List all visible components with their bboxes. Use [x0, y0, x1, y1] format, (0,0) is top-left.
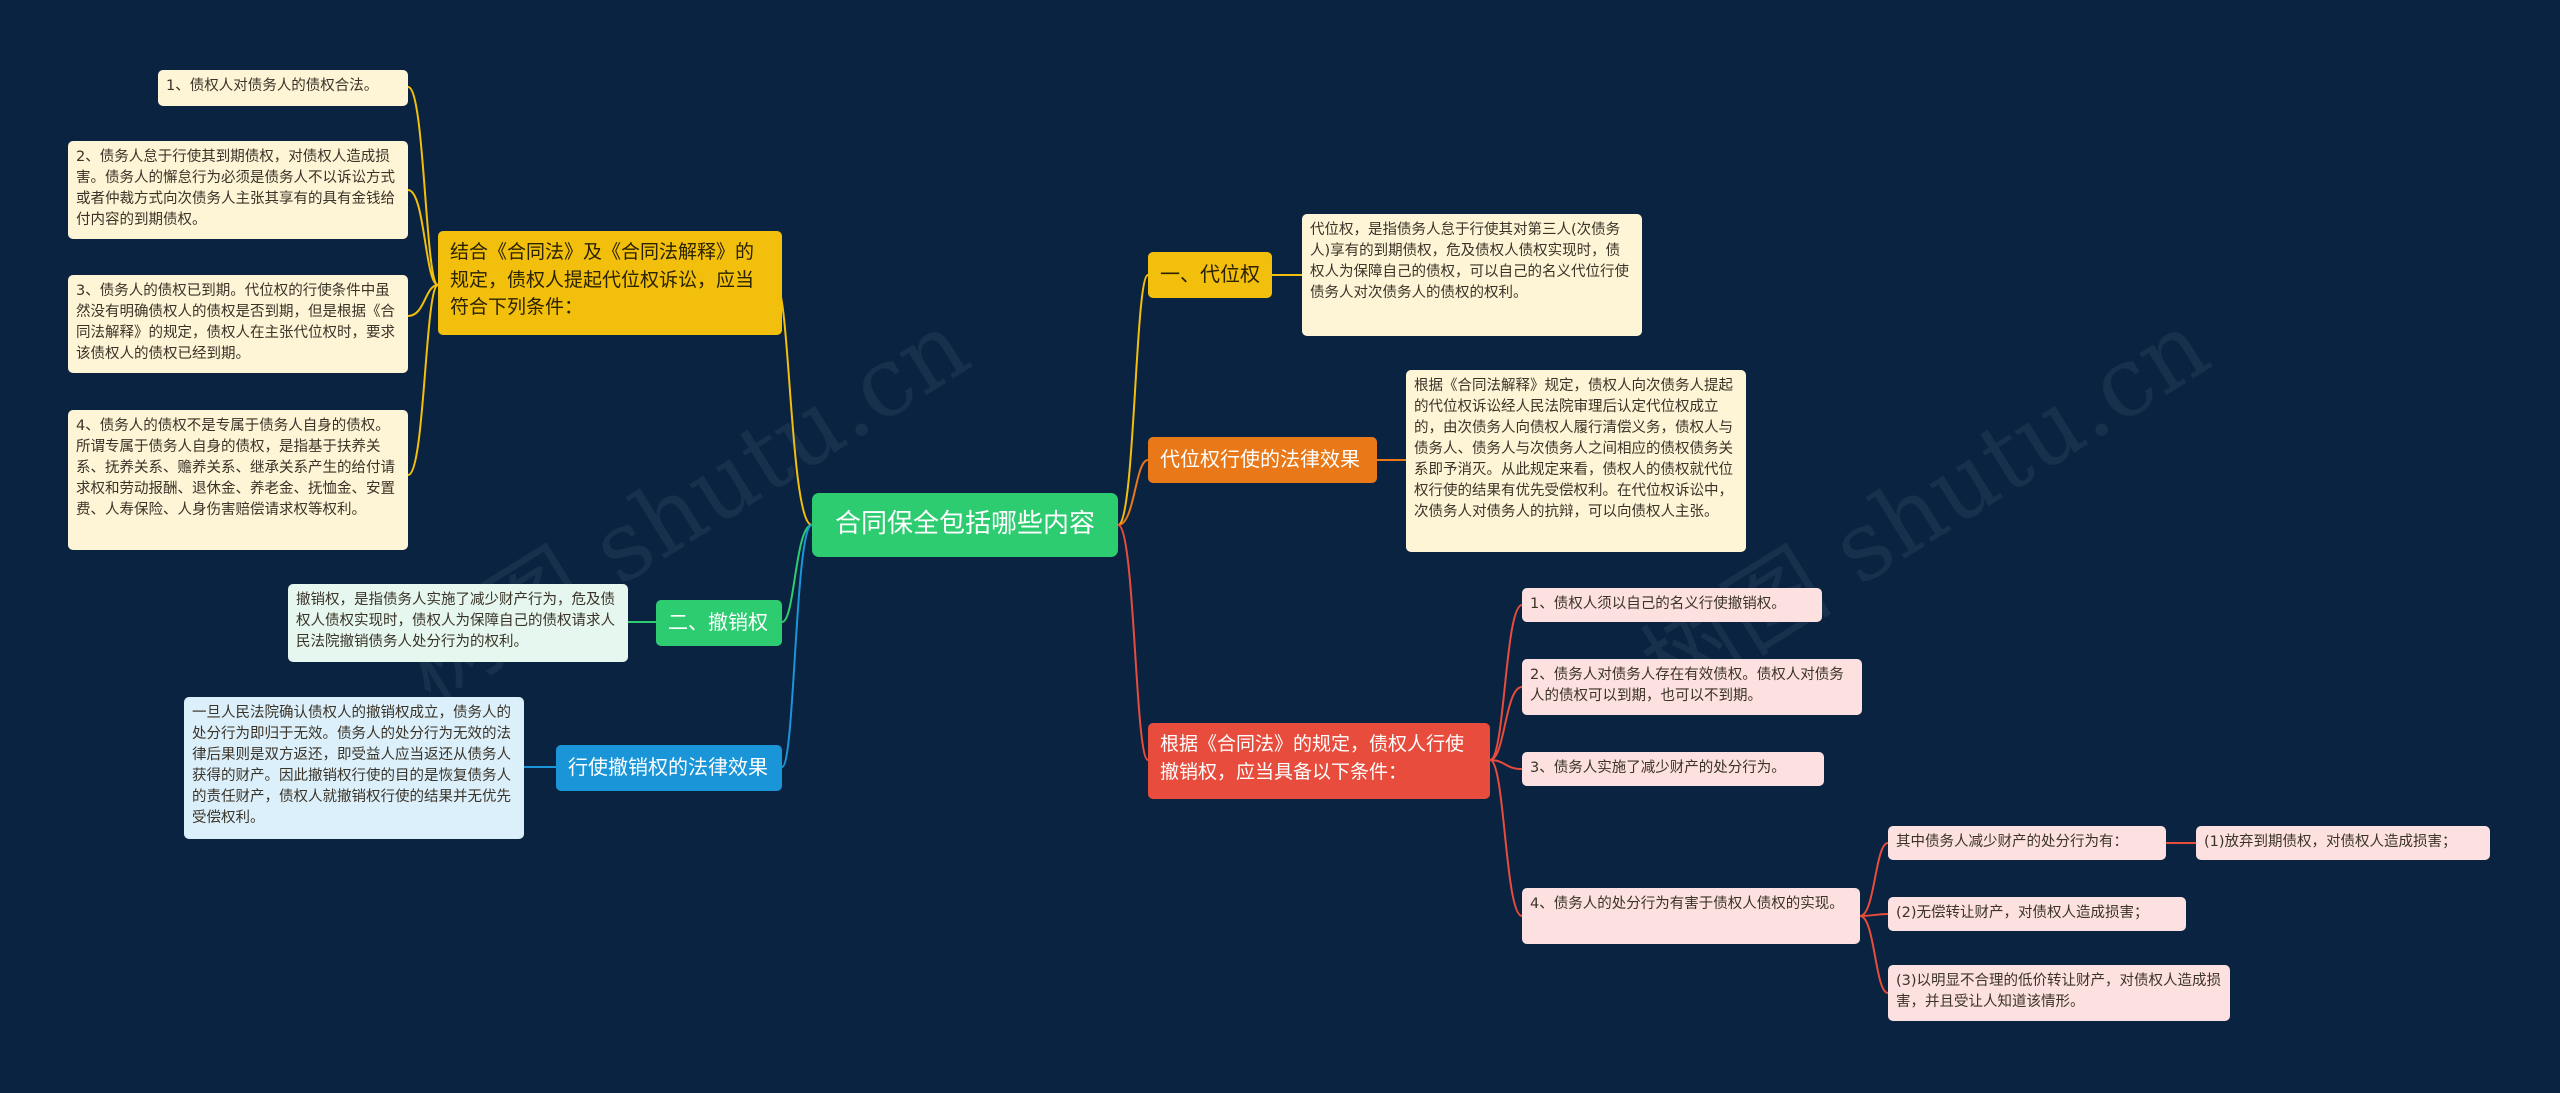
connector-root-revocation [781, 524, 813, 623]
condition-item-1[interactable]: 1、债权人对债务人的债权合法。 [158, 70, 408, 106]
disposal-acts-label[interactable]: 其中债务人减少财产的处分行为有： [1888, 826, 2166, 860]
revocation-condition-1[interactable]: 1、债权人须以自己的名义行使撤销权。 [1522, 588, 1822, 622]
connector-root-revocation-conditions [1117, 524, 1149, 761]
subrogation-effect-desc[interactable]: 根据《合同法解释》规定，债权人向次债务人提起的代位权诉讼经人民法院审理后认定代位… [1406, 370, 1746, 552]
condition-item-3[interactable]: 3、债务人的债权已到期。代位权的行使条件中虽然没有明确债权人的债权是否到期，但是… [68, 275, 408, 373]
revocation-condition-4[interactable]: 4、债务人的处分行为有害于债权人债权的实现。 [1522, 888, 1860, 944]
branch-subrogation-conditions[interactable]: 结合《合同法》及《合同法解释》的规定，债权人提起代位权诉讼，应当符合下列条件： [438, 231, 782, 335]
revocation-condition-3[interactable]: 3、债务人实施了减少财产的处分行为。 [1522, 752, 1824, 786]
branch-revocation[interactable]: 二、撤销权 [656, 600, 782, 646]
connector-revocation-conditions-items [1489, 604, 1523, 917]
connector-item4-sub [1859, 842, 1889, 994]
branch-revocation-effect[interactable]: 行使撤销权的法律效果 [556, 745, 782, 791]
root-node[interactable]: 合同保全包括哪些内容 [812, 493, 1118, 557]
condition-item-2[interactable]: 2、债务人怠于行使其到期债权，对债权人造成损害。债务人的懈怠行为必须是债务人不以… [68, 141, 408, 239]
condition-item-4[interactable]: 4、债务人的债权不是专属于债务人自身的债权。所谓专属于债务人自身的债权，是指基于… [68, 410, 408, 550]
branch-subrogation-effect[interactable]: 代位权行使的法律效果 [1148, 437, 1377, 483]
disposal-act-3[interactable]: (3)以明显不合理的低价转让财产，对债权人造成损害，并且受让人知道该情形。 [1888, 965, 2230, 1021]
disposal-act-2[interactable]: (2)无偿转让财产，对债权人造成损害； [1888, 897, 2186, 931]
connector-root-subrogation-effect [1117, 459, 1149, 526]
branch-subrogation[interactable]: 一、代位权 [1148, 252, 1272, 298]
revocation-effect-desc[interactable]: 一旦人民法院确认债权人的撤销权成立，债务人的处分行为即归于无效。债务人的处分行为… [184, 697, 524, 839]
revocation-condition-2[interactable]: 2、债务人对债务人存在有效债权。债权人对债务人的债权可以到期，也可以不到期。 [1522, 659, 1862, 715]
revocation-desc[interactable]: 撤销权，是指债务人实施了减少财产行为，危及债权人债权实现时，债权人为保障自己的债… [288, 584, 628, 662]
disposal-act-1[interactable]: (1)放弃到期债权，对债权人造成损害； [2196, 826, 2490, 860]
connector-root-subrogation [1117, 274, 1149, 526]
connector-root-revocation-effect [781, 524, 813, 768]
branch-revocation-conditions[interactable]: 根据《合同法》的规定，债权人行使撤销权，应当具备以下条件： [1148, 723, 1490, 799]
connector-conditions-leaves [407, 86, 439, 476]
subrogation-desc[interactable]: 代位权，是指债务人怠于行使其对第三人(次债务人)享有的到期债权，危及债权人债权实… [1302, 214, 1642, 336]
